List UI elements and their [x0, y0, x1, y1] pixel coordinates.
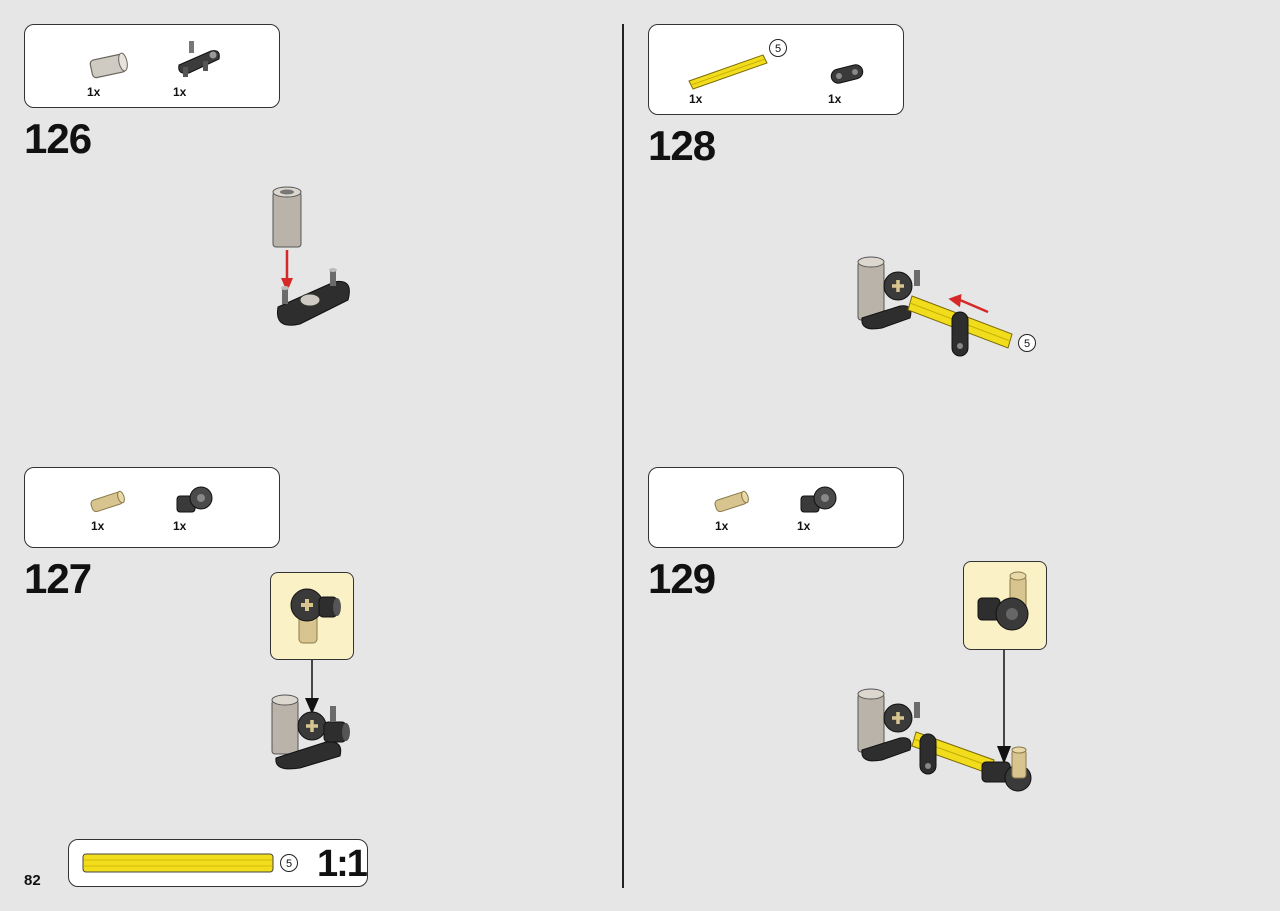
cross-block-with-pin-icon	[977, 571, 1029, 631]
part-qty: 1x	[797, 519, 811, 533]
step-126-parts-box: 1x 1x	[24, 24, 280, 108]
step-128-assembly-illustration	[857, 256, 1013, 357]
step-127-assembly-illustration	[271, 694, 350, 770]
part-qty: 1x	[87, 85, 101, 99]
step-128-parts-box: 5 1x 1x	[648, 24, 904, 115]
step-127-insert-arrow	[305, 660, 319, 714]
scale-label: 1:1	[317, 843, 368, 885]
step-number-128: 128	[648, 122, 716, 169]
axle-length-badge: 5	[1018, 334, 1036, 352]
yellow-axle-icon	[688, 54, 768, 90]
tan-axle-pin-icon	[714, 490, 749, 513]
part-qty: 1x	[689, 92, 703, 106]
step-number-127: 127	[24, 555, 92, 602]
step-127-sub-assembly-callout	[270, 572, 354, 660]
axle-length-badge: 5	[280, 854, 298, 872]
axle-length-ruler-box: 5 1:1	[68, 839, 368, 887]
step-129-assembly-illustration	[857, 688, 1032, 792]
page-divider	[622, 24, 624, 888]
step-number-126: 126	[24, 115, 92, 162]
yellow-axle-ruler-icon	[82, 853, 274, 873]
step-129-parts-box: 1x 1x	[648, 467, 904, 548]
cross-block-with-pin-icon	[290, 588, 341, 644]
black-cross-block-icon	[176, 486, 213, 513]
grey-pipe-bush-icon	[89, 52, 128, 79]
black-cross-block-icon	[800, 486, 837, 513]
black-beam-icon	[830, 64, 864, 84]
axle-length-badge: 5	[769, 39, 787, 57]
part-qty: 1x	[173, 519, 187, 533]
black-double-pin-plate-icon	[178, 41, 220, 77]
step-126-assembly-illustration	[272, 186, 350, 326]
part-qty: 1x	[828, 92, 842, 106]
page-number: 82	[24, 872, 41, 889]
part-qty: 1x	[173, 85, 187, 99]
part-qty: 1x	[715, 519, 729, 533]
step-129-sub-assembly-callout	[963, 561, 1047, 650]
step-129-insert-arrow	[997, 650, 1011, 764]
tan-axle-pin-icon	[90, 490, 125, 513]
step-127-parts-box: 1x 1x	[24, 467, 280, 548]
step-number-129: 129	[648, 555, 716, 602]
part-qty: 1x	[91, 519, 105, 533]
